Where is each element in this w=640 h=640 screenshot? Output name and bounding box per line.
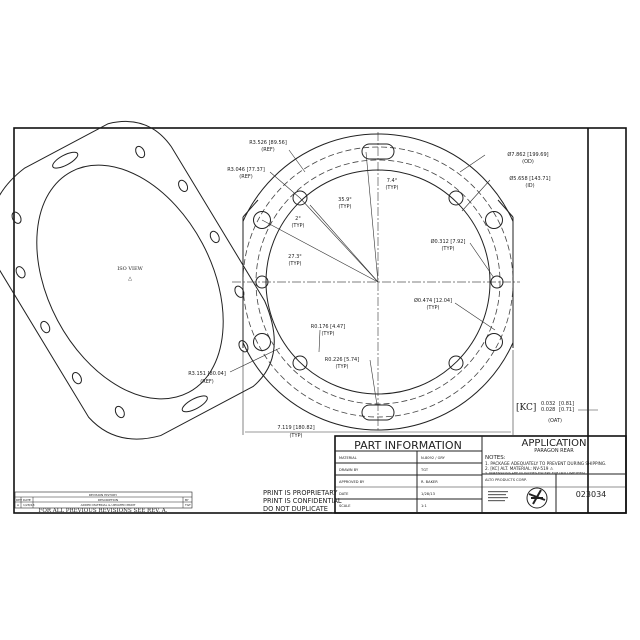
disclaimer-proprietary: PRINT IS PROPRIETARY: [263, 489, 338, 497]
dim-r3046-sub: (REF): [239, 174, 252, 180]
iso-gasket-outline: [0, 120, 275, 440]
dim-hole-312: Ø0.312 [7.92]: [431, 238, 466, 245]
scale-value: 1:1: [421, 504, 427, 508]
dim-angle-2: 2°: [295, 216, 301, 222]
dim-angle-359-sub: (TYP): [338, 204, 351, 210]
revision-footer: FOR ALL PREVIOUS REVISIONS SEE REV. A.: [39, 508, 168, 514]
slot-top: [361, 143, 395, 160]
iso-slot: [52, 151, 79, 169]
description-header: DESCRIPTION: [98, 498, 118, 502]
kc-thickness-min-mm: [0.71]: [559, 407, 574, 413]
application-title: APPLICATION: [522, 438, 587, 449]
company-logo: [488, 487, 548, 509]
dim-id: Ø5.658 [143.71]: [509, 175, 550, 182]
company-name: ALTO PRODUCTS CORP.: [485, 478, 527, 482]
dim-od-sub: (OD): [522, 159, 534, 165]
dim-width: 7.119 [180.82]: [277, 425, 314, 431]
dim-r176: R0.176 [4.47]: [311, 324, 345, 330]
note-1: 1. PACKAGE ADEQUATELY TO PREVENT DURING …: [485, 461, 606, 466]
dim-angle-74: 7.4°: [387, 178, 398, 184]
rev-by-value: TGT: [184, 503, 191, 507]
revision-table: REVISION HISTORY REV DATE DESCRIPTION BY…: [14, 491, 193, 514]
by-header: BY: [185, 498, 189, 502]
front-view: [229, 128, 598, 513]
dim-r3526: R3.526 [89.56]: [249, 140, 287, 146]
dim-hole-312-sub: (TYP): [441, 246, 454, 252]
disclaimer-do-not-duplicate: DO NOT DUPLICATE: [263, 505, 328, 513]
note-3: 3. DIMENSIONS ARE IN INCHES EXCEPT FOR […: [485, 471, 586, 475]
kc-thickness-max: 0.032: [541, 401, 555, 407]
rev-description-value: ADDED MATERIAL & UPDATED PRINT: [81, 503, 136, 507]
kc-thickness-min: 0.028: [541, 407, 555, 413]
dim-r3046: R3.046 [77.37]: [227, 167, 265, 173]
disclaimer-confidential: PRINT IS CONFIDENTIAL: [263, 497, 342, 505]
notes-label: NOTES:: [485, 455, 506, 461]
dim-hole-474-sub: (TYP): [426, 305, 439, 311]
revision-title: REVISION HISTORY: [89, 493, 117, 497]
iso-slot: [181, 395, 208, 413]
kc-thickness-max-mm: [0.81]: [559, 401, 574, 407]
dim-r3151: R3.151 [80.04]: [188, 371, 226, 377]
dim-r3526-sub: (REF): [261, 147, 274, 153]
date-label: DATE: [339, 492, 349, 496]
material-value: N-8092 / GRY: [421, 456, 446, 460]
dim-angle-2-sub: (TYP): [291, 223, 304, 229]
dim-angle-74-sub: (TYP): [385, 185, 398, 191]
iso-view: ISO VIEW △: [0, 120, 275, 440]
dimension-labels: R3.526 [89.56] (REF) R3.046 [77.37] (REF…: [188, 140, 574, 439]
dim-angle-359: 35.9°: [338, 197, 352, 203]
iso-inner-opening: [36, 164, 224, 400]
dim-r226-sub: (TYP): [335, 364, 348, 370]
dim-od: Ø7.862 [199.69]: [507, 151, 548, 158]
outer-diameter: [243, 133, 513, 431]
dim-hole-474: Ø0.474 [12.04]: [414, 297, 452, 304]
date-header: DATE: [23, 498, 31, 502]
dim-id-sub: (ID): [525, 183, 534, 189]
kc-label: [KC]: [516, 403, 536, 413]
approved-by-value: R. BAKER: [421, 480, 438, 484]
slot-bottom: [361, 404, 395, 421]
disclaimer: PRINT IS PROPRIETARY PRINT IS CONFIDENTI…: [263, 489, 342, 513]
drawn-by-value: TGT: [420, 468, 429, 472]
scale-label: SCALE: [339, 504, 351, 508]
part-info-title: PART INFORMATION: [354, 439, 462, 452]
dim-r176-sub: (TYP): [321, 331, 334, 337]
part-number: 023034: [576, 490, 607, 499]
dim-r226: R0.226 [5.74]: [325, 357, 359, 363]
dim-angle-273-sub: (TYP): [288, 261, 301, 267]
approved-by-label: APPROVED BY: [339, 480, 365, 484]
drawn-by-label: DRAWN BY: [339, 468, 359, 472]
inner-diameter: [265, 169, 491, 395]
iso-view-label: ISO VIEW: [117, 266, 143, 272]
material-label: MATERIAL: [339, 456, 357, 460]
dim-angle-273: 27.3°: [288, 254, 302, 260]
rev-value: A: [17, 503, 20, 507]
application-subtitle: PARAGON REAR: [534, 448, 574, 454]
dim-r3151-sub: (REF): [200, 379, 213, 385]
rev-header: REV: [16, 498, 23, 502]
bolt-holes: [253, 190, 504, 371]
dim-width-sub: (TYP): [289, 433, 302, 439]
rev-date-value: 1/28/13: [23, 503, 35, 507]
title-block: PART INFORMATION MATERIAL N-8092 / GRY D…: [334, 435, 627, 514]
warning-icon: △: [128, 276, 132, 282]
kc-sub: (OAT): [548, 418, 562, 424]
note-2: 2. [KC] ALT. MATERIAL: NV-519 ⚠: [485, 466, 554, 471]
date-value: 1/28/13: [421, 492, 435, 496]
sheet-border: [13, 127, 627, 514]
